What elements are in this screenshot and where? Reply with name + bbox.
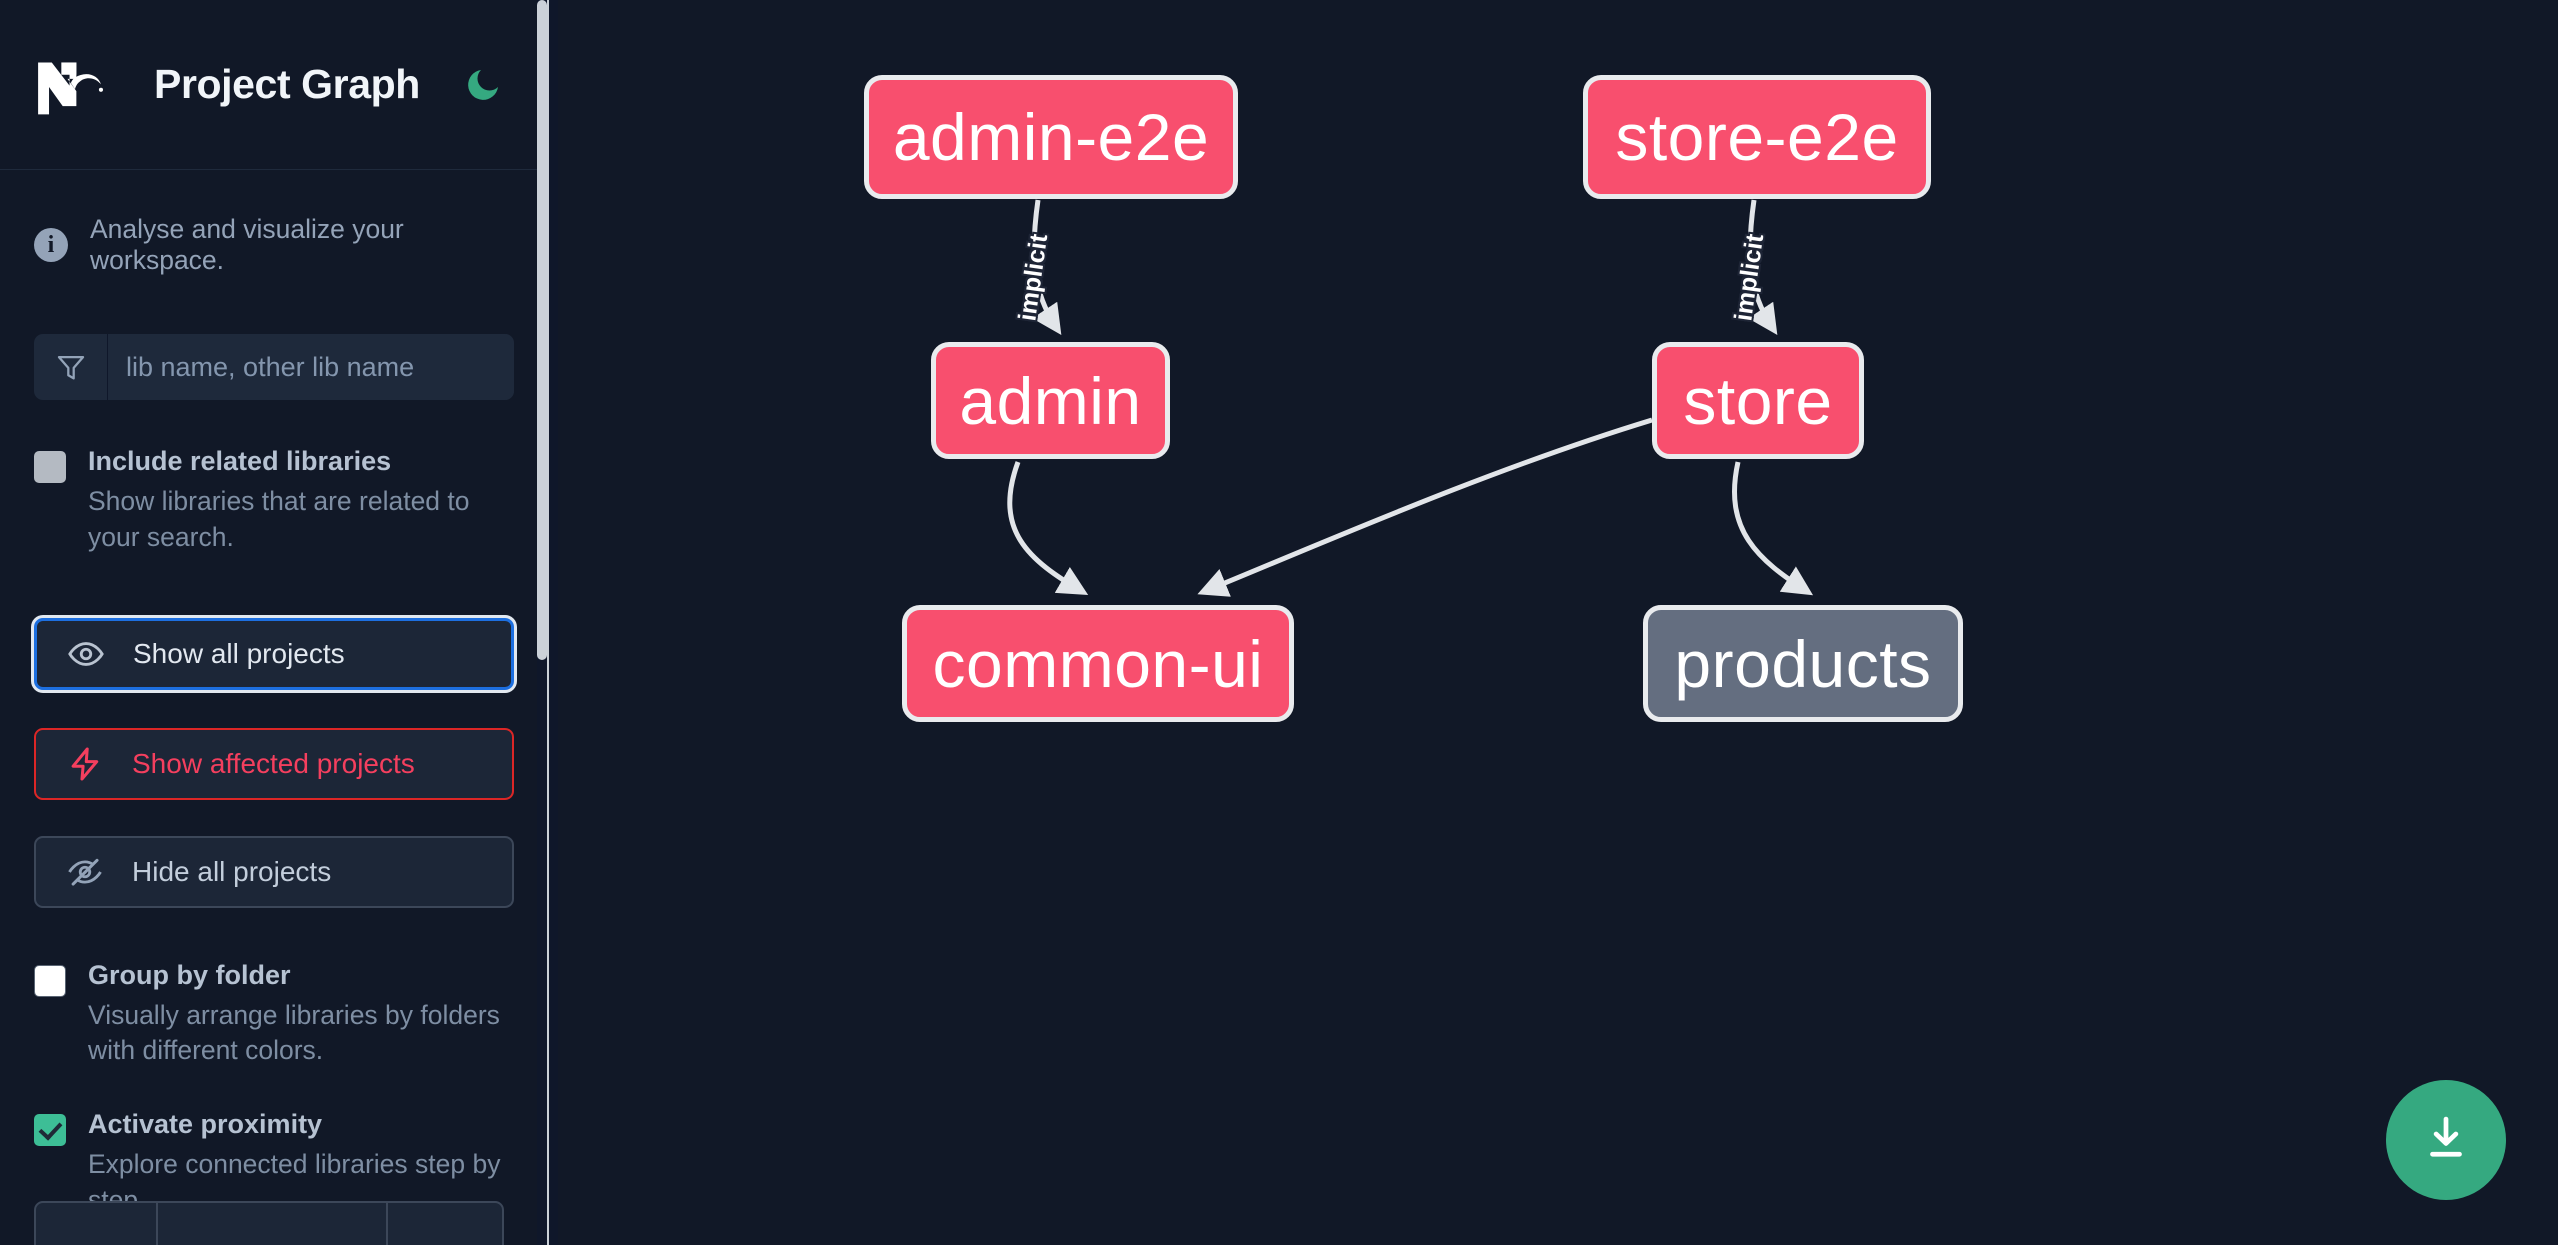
proximity-stepper-partial[interactable] (34, 1201, 504, 1245)
node-label: admin-e2e (892, 100, 1210, 174)
graph-node-store-e2e[interactable]: store-e2e (1583, 75, 1931, 199)
option-label: Group by folder (88, 959, 291, 990)
sidebar-header: Project Graph (0, 0, 548, 170)
sidebar: Project Graph i Analyse and visualize yo… (0, 0, 558, 1245)
nx-logo-icon (34, 54, 116, 116)
lightning-icon (66, 745, 118, 783)
graph-node-admin[interactable]: admin (931, 342, 1170, 459)
sidebar-scroll-area[interactable]: Project Graph i Analyse and visualize yo… (0, 0, 548, 1245)
text-filter[interactable] (34, 334, 514, 400)
show-affected-projects-label: Show affected projects (132, 747, 415, 779)
option-group-by-folder[interactable]: Group by folder Visually arrange librari… (0, 958, 548, 1070)
download-icon (2419, 1111, 2473, 1170)
node-label: common-ui (932, 626, 1264, 701)
graph-node-store[interactable]: store (1652, 342, 1864, 459)
option-label: Include related libraries (88, 446, 392, 476)
show-affected-projects-button[interactable]: Show affected projects (34, 727, 514, 800)
download-image-button[interactable] (2386, 1080, 2506, 1200)
node-label: admin (959, 363, 1142, 438)
checkbox-activate-proximity[interactable] (34, 1114, 66, 1147)
graph-node-products[interactable]: products (1643, 605, 1963, 722)
sidebar-scrollbar-thumb[interactable] (537, 0, 547, 660)
hide-all-projects-button[interactable]: Hide all projects (34, 835, 514, 908)
checkbox-group-by-folder[interactable] (34, 964, 66, 997)
show-all-projects-label: Show all projects (133, 637, 345, 669)
checkbox-include-related-libraries[interactable] (34, 451, 66, 483)
show-all-projects-button[interactable]: Show all projects (34, 617, 514, 690)
option-include-related-libraries[interactable]: Include related libraries Show libraries… (0, 444, 548, 556)
moon-icon[interactable] (460, 62, 506, 108)
eye-icon (67, 635, 119, 673)
sidebar-divider (547, 0, 558, 1245)
node-label: store-e2e (1615, 100, 1899, 174)
hide-all-projects-label: Hide all projects (132, 855, 332, 887)
option-label: Activate proximity (88, 1109, 323, 1140)
page-title: Project Graph (154, 61, 420, 107)
graph-node-common-ui[interactable]: common-ui (902, 605, 1294, 722)
project-graph-canvas[interactable]: admin-e2e store-e2e admin store common-u… (558, 0, 2558, 1245)
info-icon: i (34, 228, 68, 262)
option-description: Visually arrange libraries by folders wi… (88, 999, 500, 1066)
option-description: Show libraries that are related to your … (88, 486, 470, 552)
tagline-text: Analyse and visualize your workspace. (90, 214, 404, 275)
funnel-icon (34, 334, 108, 400)
workspace-tagline: i Analyse and visualize your workspace. (0, 170, 548, 276)
eye-off-icon (66, 853, 118, 891)
search-input[interactable] (108, 334, 514, 400)
node-label: products (1674, 626, 1932, 701)
graph-node-admin-e2e[interactable]: admin-e2e (864, 75, 1238, 199)
graph-edges (1007, 199, 1814, 597)
node-label: store (1683, 363, 1833, 438)
